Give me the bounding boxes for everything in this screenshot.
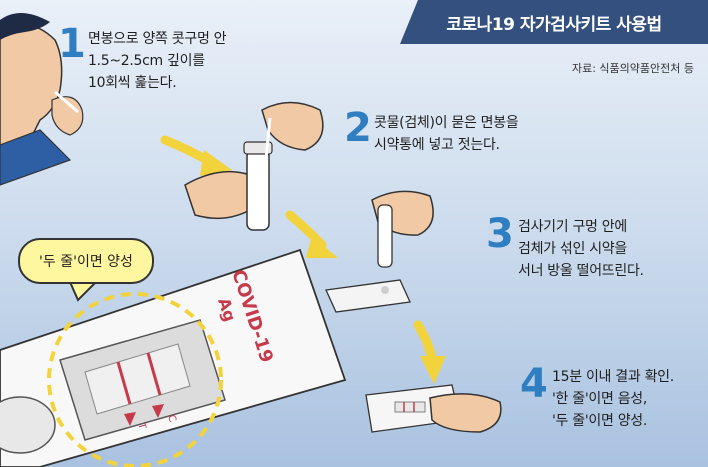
step-4-number: 4 <box>520 361 548 407</box>
hand-holding-cassette-icon <box>365 384 502 433</box>
step-3-number: 3 <box>486 211 514 257</box>
arrow-icon <box>285 210 338 258</box>
arrow-icon <box>413 320 446 384</box>
step-3-text: 검사기기 구멍 안에 검체가 섞인 시약을 서너 방울 떨어뜨린다. <box>518 219 644 279</box>
kit-mark-t: T <box>135 421 148 432</box>
step-2-number: 2 <box>344 105 372 151</box>
highlight-circle <box>47 292 223 467</box>
speech-bubble: '두 줄'이면 양성 <box>18 238 154 284</box>
step-1-number: 1 <box>58 21 86 67</box>
person-swabbing-nose-icon <box>0 12 84 186</box>
hand-holding-tube-icon <box>184 101 324 231</box>
hand-dropping-reagent-icon <box>325 190 434 313</box>
step-4-text: 15분 이내 결과 확인. '한 줄'이면 음성, '두 줄'이면 양성. <box>552 369 674 429</box>
source-text: 자료: 식품의약품안전처 등 <box>571 62 694 75</box>
page-title: 코로나19 자가검사키트 사용법 <box>400 0 708 44</box>
step-2-text: 콧물(검체)이 묻은 면봉을 시약통에 넣고 젓는다. <box>374 115 519 153</box>
step-1-text: 면봉으로 양쪽 콧구멍 안 1.5~2.5cm 깊이를 10회씩 훑는다. <box>88 31 227 91</box>
arrow-icon <box>160 135 232 176</box>
kit-mark-c: C <box>165 414 178 424</box>
test-kit-cassette <box>0 248 347 467</box>
